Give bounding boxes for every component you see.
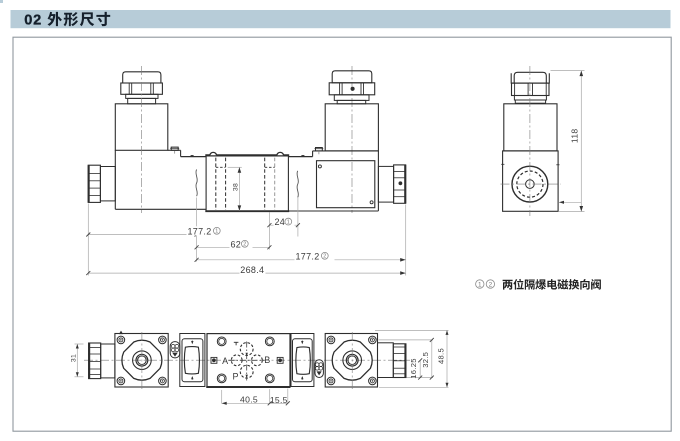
svg-text:2: 2 (243, 242, 246, 248)
svg-text:02: 02 (24, 13, 42, 29)
svg-text:48.5: 48.5 (437, 348, 446, 364)
svg-text:16.25: 16.25 (409, 358, 418, 379)
svg-text:38: 38 (233, 183, 240, 191)
svg-text:177.2: 177.2 (188, 226, 212, 236)
svg-text:1: 1 (215, 229, 218, 235)
svg-text:A: A (222, 356, 228, 366)
svg-text:15.5: 15.5 (270, 395, 288, 405)
svg-text:1: 1 (287, 220, 290, 226)
svg-text:268.4: 268.4 (240, 265, 264, 275)
svg-text:2: 2 (323, 254, 326, 260)
svg-text:31: 31 (70, 354, 77, 362)
svg-text:62: 62 (231, 239, 242, 249)
svg-text:177.2: 177.2 (296, 251, 320, 261)
svg-text:P: P (232, 372, 238, 382)
svg-text:1: 1 (478, 281, 482, 288)
svg-text:40.5: 40.5 (240, 394, 258, 404)
svg-text:32.5: 32.5 (421, 352, 430, 368)
svg-text:118: 118 (570, 128, 580, 143)
svg-text:2: 2 (489, 281, 493, 288)
svg-text:B: B (264, 355, 270, 365)
svg-text:24: 24 (275, 217, 286, 227)
